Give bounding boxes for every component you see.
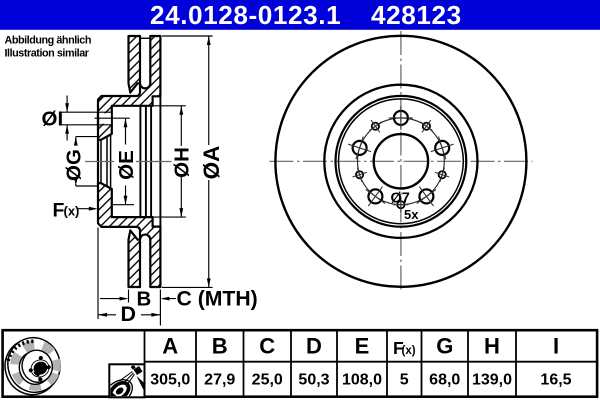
svg-text:Abbildung ähnlich: Abbildung ähnlich: [5, 35, 92, 47]
svg-text:G: G: [436, 334, 453, 359]
svg-text:F: F: [53, 200, 65, 222]
svg-text:I: I: [553, 334, 559, 359]
svg-text:5x: 5x: [404, 207, 419, 222]
svg-text:B: B: [137, 288, 152, 311]
svg-text:428123: 428123: [371, 0, 462, 30]
svg-text:139,0: 139,0: [472, 372, 512, 389]
svg-text:C: C: [259, 334, 275, 359]
svg-text:ØA: ØA: [199, 146, 224, 180]
svg-text:C (MTH): C (MTH): [177, 288, 258, 311]
svg-text:68,0: 68,0: [429, 372, 460, 389]
svg-text:ØH: ØH: [170, 147, 193, 178]
svg-text:5: 5: [400, 372, 409, 389]
svg-text:50,3: 50,3: [298, 372, 329, 389]
svg-text:16,5: 16,5: [540, 372, 571, 389]
svg-text:Ø7: Ø7: [391, 191, 410, 207]
svg-text:A: A: [162, 334, 178, 359]
svg-text:27,9: 27,9: [204, 372, 235, 389]
svg-text:(x): (x): [64, 204, 80, 219]
svg-text:E: E: [355, 334, 370, 359]
svg-text:108,0: 108,0: [342, 372, 382, 389]
svg-text:ØI: ØI: [42, 108, 64, 131]
svg-text:ØG: ØG: [63, 149, 86, 181]
svg-text:24.0128-0123.1: 24.0128-0123.1: [150, 0, 341, 30]
svg-text:D: D: [121, 302, 137, 326]
svg-text:B: B: [212, 334, 228, 359]
svg-text:Illustration similar: Illustration similar: [5, 48, 90, 60]
svg-text:25,0: 25,0: [252, 372, 283, 389]
svg-text:D: D: [306, 334, 322, 359]
svg-text:ØE: ØE: [115, 150, 138, 180]
svg-text:H: H: [484, 334, 500, 359]
svg-text:F: F: [393, 338, 404, 358]
svg-text:305,0: 305,0: [150, 372, 190, 389]
svg-text:(x): (x): [402, 345, 416, 357]
